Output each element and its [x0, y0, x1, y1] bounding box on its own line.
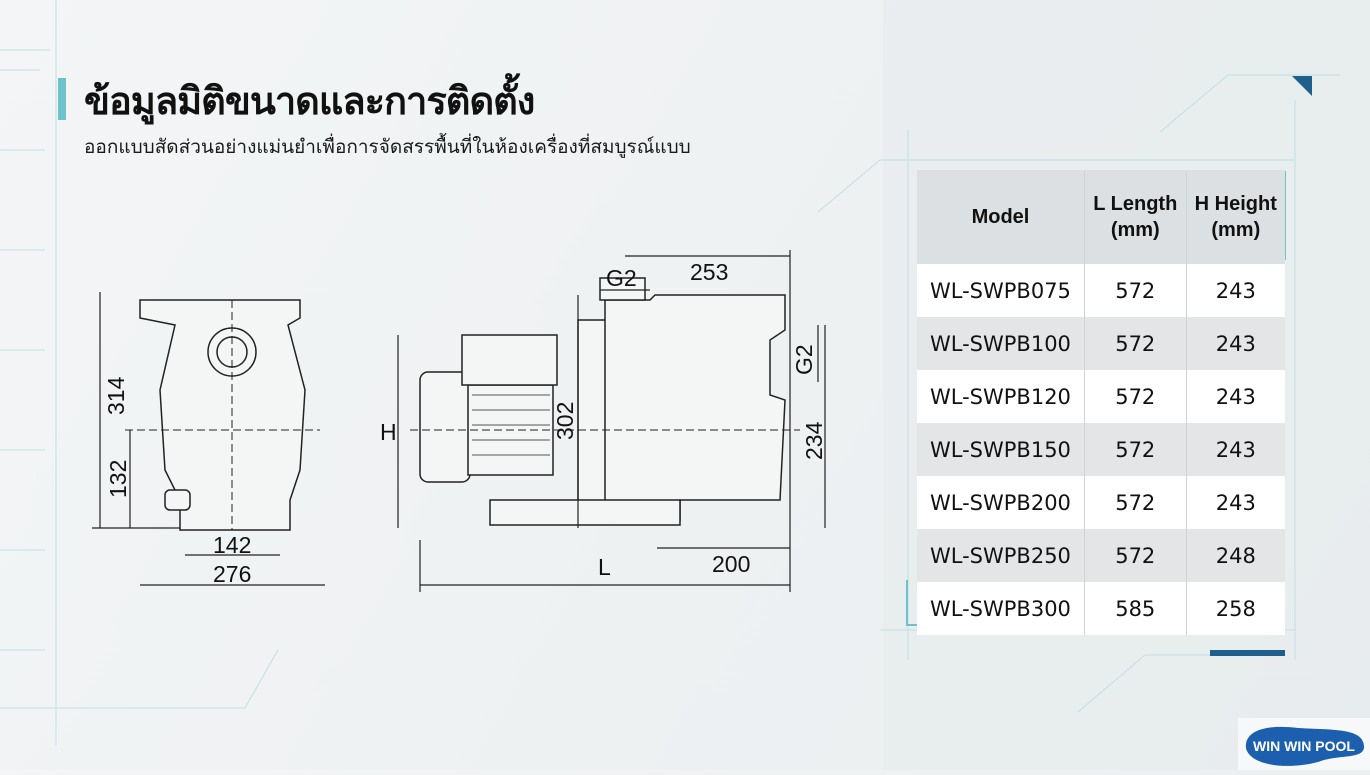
dim-side-l: L	[598, 554, 611, 580]
page-subtitle: ออกแบบสัดส่วนอย่างแม่นยำเพื่อการจัดสรรพื…	[84, 136, 691, 158]
dim-side-200: 200	[712, 551, 750, 577]
dim-side-302: 302	[552, 402, 578, 440]
cell-model: WL-SWPB100	[917, 317, 1085, 370]
cell-length: 572	[1084, 264, 1187, 317]
front-view	[139, 299, 306, 531]
cell-model: WL-SWPB200	[917, 476, 1085, 529]
header-model: Model	[917, 170, 1085, 264]
cell-height: 248	[1186, 529, 1285, 582]
cell-length: 572	[1084, 317, 1187, 370]
cell-length: 572	[1084, 423, 1187, 476]
dim-front-314: 314	[103, 376, 129, 415]
dim-side-h: H	[380, 419, 397, 445]
title-accent-bar	[58, 78, 66, 120]
win-win-pool-logo: WIN WIN POOL	[1238, 718, 1370, 770]
dim-side-253: 253	[690, 259, 728, 285]
side-view	[419, 277, 786, 526]
dim-front-276: 276	[213, 561, 251, 587]
cell-height: 243	[1186, 370, 1285, 423]
dim-side-outlet-g2: G2	[791, 344, 817, 375]
header-height: H Height (mm)	[1186, 170, 1285, 264]
cell-height: 243	[1186, 423, 1285, 476]
header-height-unit: (mm)	[1211, 219, 1261, 241]
dim-front-132: 132	[105, 460, 131, 498]
header-length-label: L Length	[1093, 193, 1178, 215]
dimensions-table: Model L Length (mm) H Height (mm) WL-SWPB0…	[917, 170, 1285, 635]
cell-length: 585	[1084, 582, 1187, 635]
dim-side-inlet-g2: G2	[606, 265, 637, 291]
cell-length: 572	[1084, 476, 1187, 529]
logo-text: WIN WIN POOL	[1253, 738, 1355, 754]
cell-length: 572	[1084, 529, 1187, 582]
cell-height: 243	[1186, 264, 1285, 317]
cell-model: WL-SWPB150	[917, 423, 1085, 476]
dim-side-234: 234	[801, 421, 827, 460]
cell-model: WL-SWPB075	[917, 264, 1085, 317]
table-header-row: Model L Length (mm) H Height (mm)	[917, 170, 1285, 264]
header-model-label: Model	[971, 206, 1030, 228]
cell-model: WL-SWPB120	[917, 370, 1085, 423]
header-length-unit: (mm)	[1110, 219, 1160, 241]
header-height-label: H Height	[1194, 193, 1277, 215]
cell-height: 258	[1186, 582, 1285, 635]
header-length: L Length (mm)	[1084, 170, 1187, 264]
cell-height: 243	[1186, 476, 1285, 529]
pump-dimension-drawing: 314 132 142 276 253 G2 G2 H 302 234 L 20…	[92, 250, 827, 592]
dim-front-142: 142	[213, 532, 251, 558]
page-title: ข้อมูลมิติขนาดและการติดตั้ง	[84, 79, 535, 123]
cell-length: 572	[1084, 370, 1187, 423]
cell-height: 243	[1186, 317, 1285, 370]
cell-model: WL-SWPB250	[917, 529, 1085, 582]
cell-model: WL-SWPB300	[917, 582, 1085, 635]
